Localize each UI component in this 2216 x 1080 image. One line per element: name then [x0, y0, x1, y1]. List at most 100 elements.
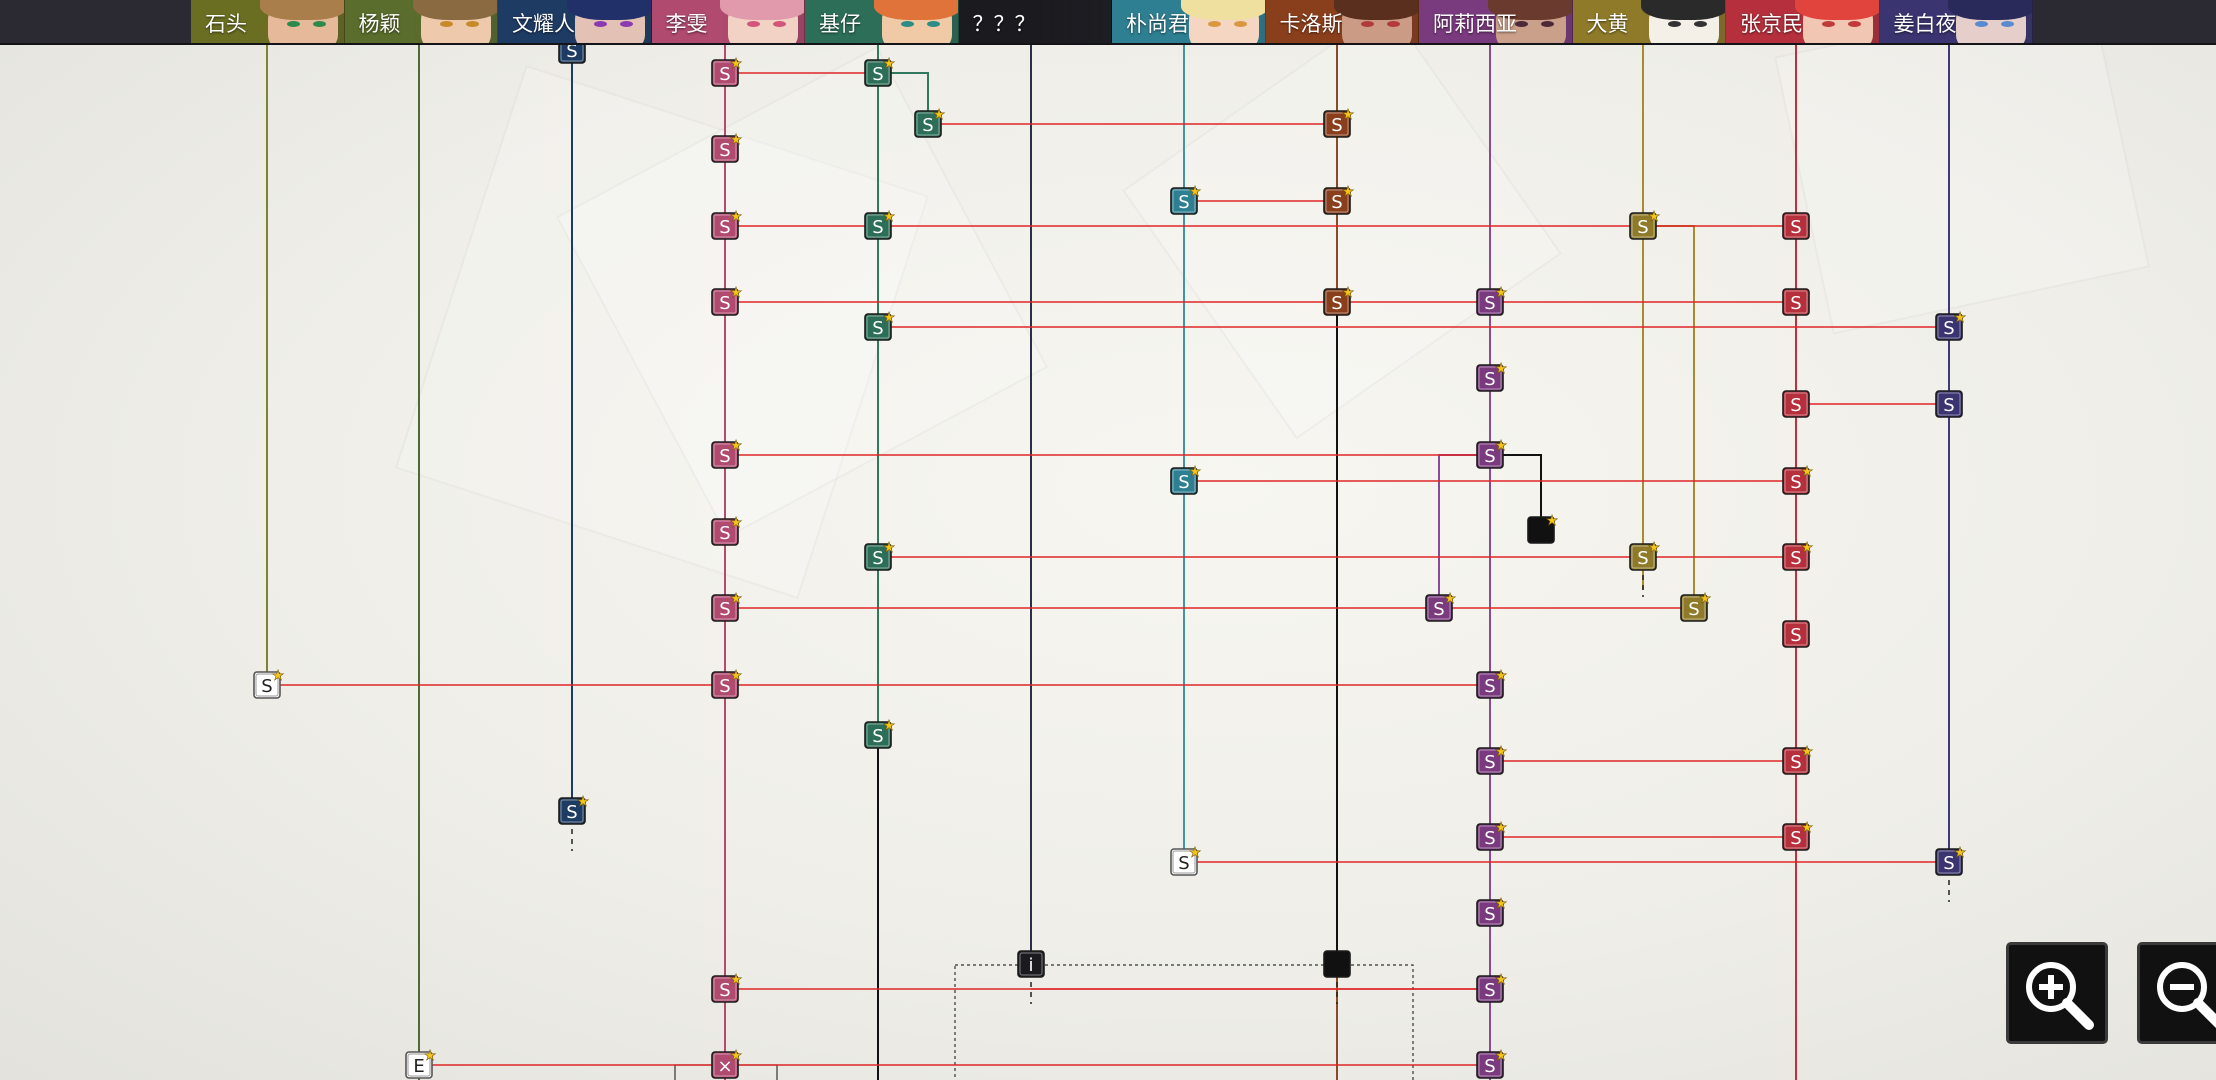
scene-node[interactable]: E★	[405, 1048, 437, 1079]
scene-node[interactable]: S★	[864, 56, 896, 87]
scene-node[interactable]: S★	[253, 668, 285, 699]
character-portrait	[1027, 0, 1111, 43]
portrait-hair	[259, 0, 344, 20]
scene-node[interactable]: S★	[864, 718, 896, 749]
character-name: 卡洛斯	[1279, 12, 1343, 36]
portrait-eye	[2001, 21, 2014, 27]
character-name: 杨颖	[358, 12, 401, 36]
character-tab[interactable]: 石头	[191, 0, 345, 43]
star-icon: ★	[730, 1048, 743, 1064]
scene-node[interactable]: S★	[1935, 845, 1967, 876]
star-icon: ★	[1801, 744, 1814, 760]
scene-node-inner	[407, 1053, 431, 1077]
scene-node-inner	[1937, 392, 1961, 416]
scene-node[interactable]: S★	[1935, 310, 1967, 341]
scene-node[interactable]: S	[1935, 390, 1963, 418]
character-tab[interactable]: 文耀人	[498, 0, 652, 43]
scene-node-label: S	[719, 980, 730, 1001]
scene-node-label: S	[719, 140, 730, 161]
scene-node[interactable]: S★	[1170, 184, 1202, 215]
scene-node-label: S	[1943, 318, 1954, 339]
scene-node-inner	[1478, 1053, 1502, 1077]
scene-node[interactable]: S★	[914, 107, 946, 138]
scene-node-box	[711, 212, 739, 240]
scene-node[interactable]: S	[1782, 288, 1810, 316]
scene-node[interactable]: S	[1782, 390, 1810, 418]
character-tab[interactable]: 杨颖	[344, 0, 498, 43]
zoom-in-button[interactable]	[2006, 942, 2108, 1044]
character-tab[interactable]: 卡洛斯	[1265, 0, 1419, 43]
scene-node[interactable]: ★	[1527, 513, 1559, 544]
star-icon: ★	[1189, 464, 1202, 480]
scene-node[interactable]: i	[1017, 950, 1045, 978]
scene-node-label: S	[1790, 472, 1801, 493]
scene-node[interactable]: S★	[711, 591, 743, 622]
character-tab[interactable]: 阿莉西亚	[1419, 0, 1573, 43]
scene-node[interactable]: S★	[1323, 184, 1355, 215]
scene-node[interactable]: S★	[1476, 668, 1508, 699]
character-tab[interactable]: 姜白夜	[1879, 0, 2033, 43]
scene-node-inner	[1478, 290, 1502, 314]
portrait-eye	[286, 21, 300, 27]
scene-node[interactable]: S★	[1425, 591, 1457, 622]
scene-node[interactable]: S★	[1170, 845, 1202, 876]
scene-node[interactable]: S	[558, 44, 586, 64]
scene-node[interactable]: S★	[1680, 591, 1712, 622]
scene-node[interactable]: S★	[1629, 209, 1661, 240]
character-tab[interactable]: 李雯	[651, 0, 805, 43]
scene-node-box	[1476, 671, 1504, 699]
star-icon: ★	[730, 56, 743, 72]
scene-node[interactable]: S★	[1170, 464, 1202, 495]
scene-node[interactable]: S★	[864, 310, 896, 341]
scene-node[interactable]: S★	[1782, 464, 1814, 495]
scene-node[interactable]: S★	[711, 438, 743, 469]
scene-node[interactable]: S★	[1782, 540, 1814, 571]
character-tab[interactable]: 朴尚君	[1112, 0, 1266, 43]
character-tab[interactable]: 大黄	[1572, 0, 1726, 43]
scene-node[interactable]: S★	[864, 540, 896, 571]
scene-node-label: S	[1484, 676, 1495, 697]
scene-node[interactable]: S★	[1476, 1048, 1508, 1079]
scene-node[interactable]: S★	[1476, 820, 1508, 851]
character-tab[interactable]: ？？？	[958, 0, 1112, 43]
scene-node[interactable]: S★	[711, 209, 743, 240]
scene-node[interactable]: S★	[1323, 285, 1355, 316]
scene-node-label: S	[719, 523, 730, 544]
scene-node[interactable]: S★	[864, 209, 896, 240]
scene-node-box	[864, 212, 892, 240]
scene-node[interactable]: S★	[558, 794, 590, 825]
scene-node[interactable]: S★	[711, 132, 743, 163]
character-portrait	[873, 0, 958, 43]
star-icon: ★	[1495, 972, 1508, 988]
portrait-hair	[873, 0, 958, 20]
scene-node[interactable]: S★	[1476, 361, 1508, 392]
scene-node[interactable]: S★	[1476, 285, 1508, 316]
scene-node[interactable]: S★	[1782, 744, 1814, 775]
scene-node[interactable]: ×★	[711, 1048, 743, 1079]
scene-node[interactable]: S	[1782, 620, 1810, 648]
character-tab[interactable]: 张京民	[1726, 0, 1880, 43]
scene-node[interactable]: S★	[1476, 438, 1508, 469]
scene-node[interactable]: S★	[711, 285, 743, 316]
scene-node[interactable]: S★	[711, 972, 743, 1003]
portrait-eye	[900, 21, 914, 27]
scene-node[interactable]: S	[1782, 212, 1810, 240]
zoom-out-button[interactable]	[2137, 942, 2216, 1044]
scene-node[interactable]: S★	[1476, 896, 1508, 927]
scene-node[interactable]: S★	[1476, 744, 1508, 775]
scene-node[interactable]: S★	[1629, 540, 1661, 571]
scene-node-inner	[1478, 901, 1502, 925]
scene-node[interactable]: S★	[711, 515, 743, 546]
scene-node[interactable]	[1323, 950, 1351, 978]
scene-node[interactable]: S★	[711, 668, 743, 699]
scene-node[interactable]: S★	[711, 56, 743, 87]
scene-node-label: S	[1178, 853, 1189, 874]
scene-node-inner	[713, 137, 737, 161]
scene-node[interactable]: S★	[1323, 107, 1355, 138]
scene-node[interactable]: S★	[1782, 820, 1814, 851]
scene-node[interactable]: S★	[1476, 972, 1508, 1003]
portrait-eye	[312, 21, 326, 27]
character-tab[interactable]: 基仔	[805, 0, 959, 43]
scene-node-inner	[1019, 952, 1043, 976]
